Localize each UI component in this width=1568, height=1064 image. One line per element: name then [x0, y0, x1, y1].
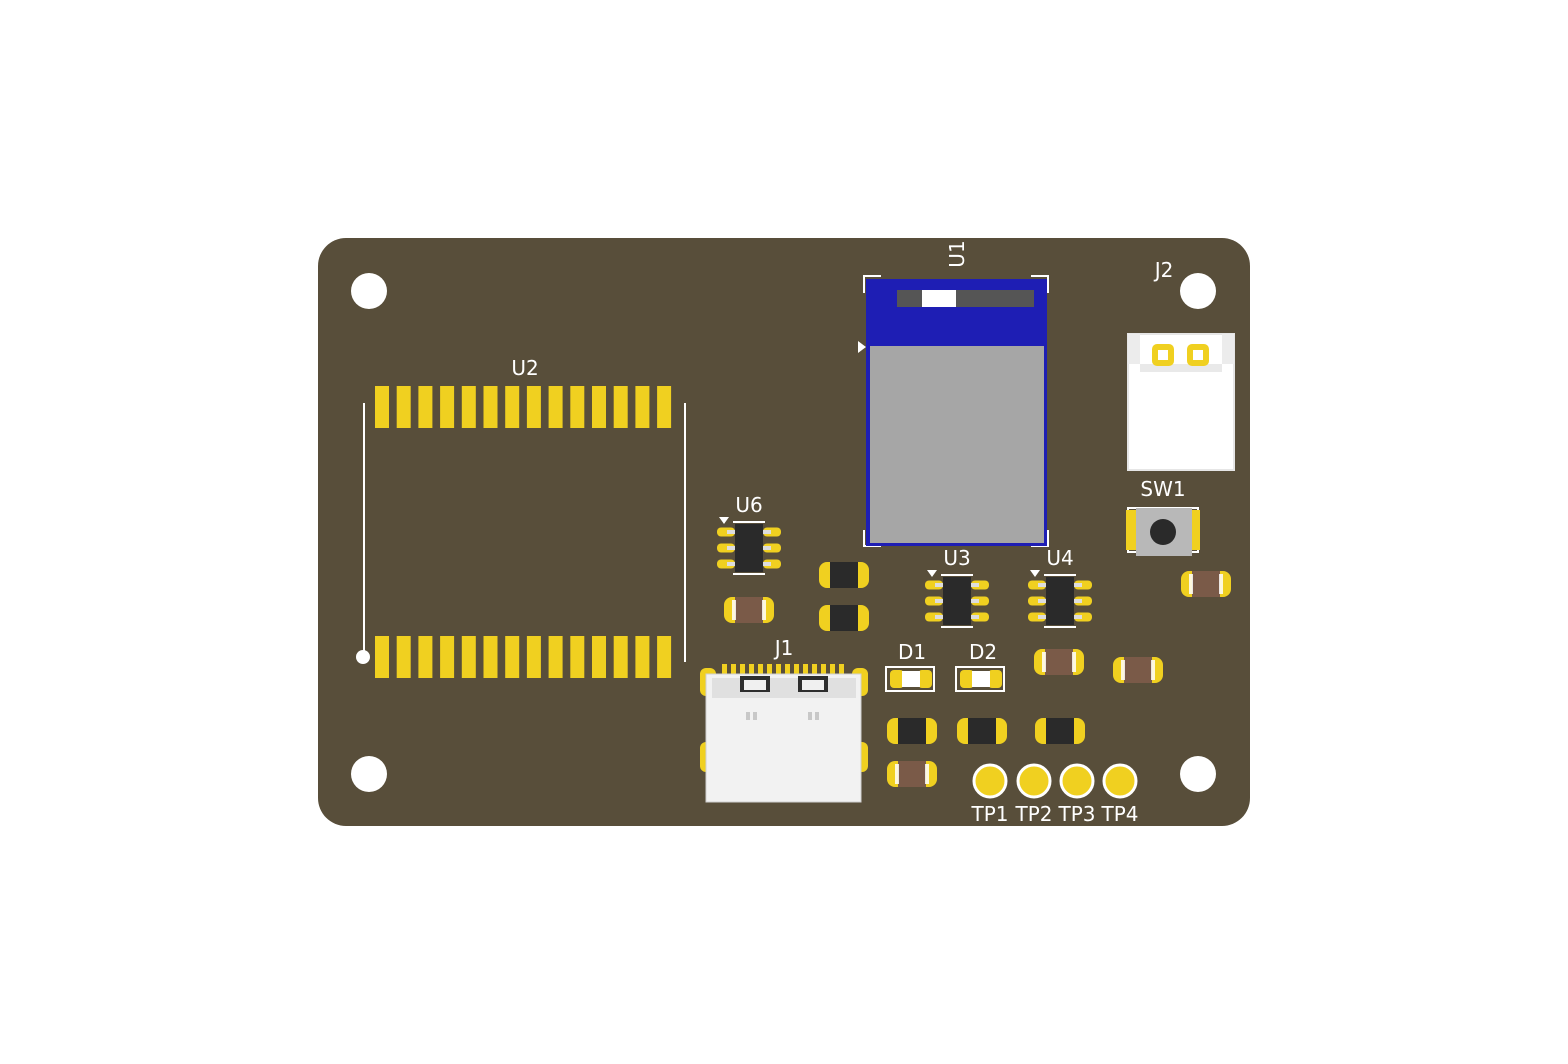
component-u4: U4: [1028, 546, 1092, 628]
u2-pad: [505, 636, 520, 678]
usb-pin: [758, 664, 763, 676]
antenna-strip: [897, 290, 1034, 307]
u2-pad: [526, 386, 541, 428]
component-u3: U3: [925, 546, 989, 628]
ref-tp1: TP1: [970, 802, 1008, 826]
resistor: [957, 718, 1007, 744]
component-j1: J1: [700, 636, 868, 803]
ref-d2: D2: [969, 640, 997, 664]
module-shield: [870, 346, 1044, 543]
ref-tp4: TP4: [1100, 802, 1138, 826]
u2-pad: [461, 636, 476, 678]
usb-pin: [839, 664, 844, 676]
ref-d1: D1: [898, 640, 926, 664]
u2-pad: [418, 386, 433, 428]
u2-pad: [396, 636, 411, 678]
u2-pad: [483, 386, 498, 428]
capacitor: [1113, 657, 1163, 683]
u2-pad: [592, 386, 606, 428]
component-u1: U1: [858, 240, 1049, 547]
u2-pad: [613, 636, 628, 678]
u2-pad: [657, 386, 672, 428]
ref-j2: J2: [1153, 258, 1174, 282]
u2-pad: [526, 636, 541, 678]
usb-pin: [812, 664, 817, 676]
ic-body: [943, 577, 971, 625]
ic-body: [1046, 577, 1074, 625]
u2-pad: [440, 636, 455, 678]
ref-u2: U2: [511, 356, 538, 380]
ref-u6: U6: [735, 493, 762, 517]
resistor: [1035, 718, 1085, 744]
component-sw1: SW1: [1126, 477, 1200, 556]
usb-pin: [749, 664, 754, 676]
component-u6: U6: [717, 493, 781, 575]
usb-pin: [776, 664, 781, 676]
ref-tp2: TP2: [1014, 802, 1052, 826]
u2-pad: [375, 386, 389, 428]
u2-pad: [440, 386, 455, 428]
component-d1: D1: [885, 640, 935, 692]
usb-pin: [785, 664, 790, 676]
u2-pad: [570, 636, 585, 678]
capacitor: [1181, 571, 1231, 597]
ref-sw1: SW1: [1140, 477, 1185, 501]
u2-pad: [505, 386, 520, 428]
u2-pad: [592, 636, 606, 678]
resistor: [819, 562, 869, 588]
test-point-tp3: TP3: [1057, 763, 1096, 826]
u2-pad: [396, 386, 411, 428]
usb-pin: [740, 664, 745, 676]
mounting-hole: [1180, 756, 1216, 792]
resistor: [819, 605, 869, 631]
usb-pin: [767, 664, 772, 676]
u2-pad: [635, 636, 650, 678]
ic-body: [735, 524, 763, 572]
u2-pad: [461, 386, 476, 428]
ref-j1: J1: [773, 636, 794, 660]
usb-pin: [821, 664, 826, 676]
mounting-hole: [1180, 273, 1216, 309]
u2-pad: [657, 636, 672, 678]
test-point-tp2: TP2: [1014, 763, 1053, 826]
capacitor: [724, 597, 774, 623]
usb-pin: [803, 664, 808, 676]
test-point-tp4: TP4: [1100, 763, 1139, 826]
component-j2: J2: [1127, 258, 1235, 471]
usb-pin: [794, 664, 799, 676]
u2-pad: [375, 636, 389, 678]
u2-pad: [418, 636, 433, 678]
usb-pin: [830, 664, 835, 676]
component-u2: U2: [356, 356, 686, 678]
u2-pad: [548, 636, 563, 678]
test-point-tp1: TP1: [970, 763, 1009, 826]
mounting-holes: [351, 273, 1216, 792]
u2-pad: [570, 386, 585, 428]
usb-pin: [722, 664, 727, 676]
component-d2: D2: [955, 640, 1005, 692]
mounting-hole: [351, 273, 387, 309]
usb-pin: [731, 664, 736, 676]
capacitor: [887, 761, 937, 787]
u2-pad: [483, 636, 498, 678]
ref-u3: U3: [943, 546, 970, 570]
u2-pad: [548, 386, 563, 428]
u2-pad: [635, 386, 650, 428]
ref-u1: U1: [945, 240, 969, 267]
test-points: TP1 TP2 TP3 TP4: [970, 763, 1139, 826]
resistor: [887, 718, 937, 744]
ref-tp3: TP3: [1057, 802, 1095, 826]
mounting-hole: [351, 756, 387, 792]
capacitor: [1034, 649, 1084, 675]
ref-u4: U4: [1046, 546, 1073, 570]
u2-pad: [613, 386, 628, 428]
